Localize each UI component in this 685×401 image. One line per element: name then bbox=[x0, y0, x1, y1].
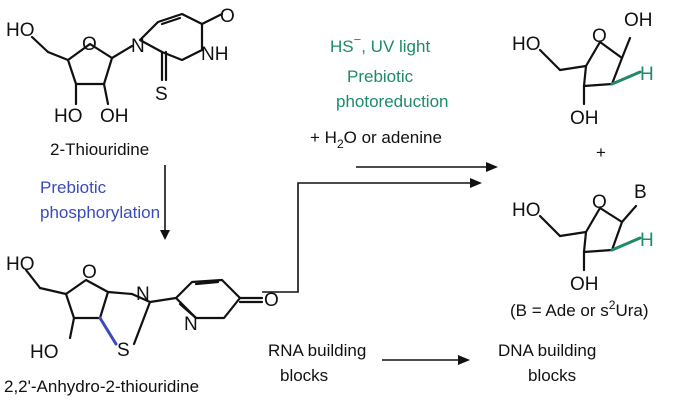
anhydro-n: N bbox=[136, 284, 150, 305]
anhydro-s: S bbox=[117, 340, 130, 361]
phosphorylation-label-2: phosphorylation bbox=[40, 203, 160, 222]
thiouridine-nh: NH bbox=[201, 44, 228, 65]
anhydro-ho-5: HO bbox=[6, 254, 35, 275]
base-definition: (B = Ade or s2Ura) bbox=[510, 298, 649, 320]
thiouridine-carbonyl-o: O bbox=[220, 6, 235, 27]
rna-building-blocks-1: RNA building bbox=[268, 341, 366, 360]
deoxynucleoside-ho: HO bbox=[512, 200, 541, 221]
reagent-water-adenine: + H2O or adenine bbox=[310, 128, 442, 151]
thiouridine-label: 2-Thiouridine bbox=[50, 140, 149, 159]
dna-building-blocks-1: DNA building bbox=[498, 341, 596, 360]
anhydro-ring-o: O bbox=[82, 262, 97, 283]
phosphorylation-arrowhead bbox=[160, 230, 170, 240]
thiouridine-ho-5: HO bbox=[6, 20, 35, 41]
deoxyribose-oh-3: OH bbox=[570, 108, 599, 129]
rna-to-dna-arrowhead bbox=[458, 355, 470, 365]
rna-building-blocks-2: blocks bbox=[280, 366, 328, 385]
thiouridine-ring-o: O bbox=[82, 34, 97, 55]
deoxyribose-h: H bbox=[640, 64, 654, 85]
deoxynucleoside-h: H bbox=[640, 230, 654, 251]
photoreduction-label-1: Prebiotic bbox=[347, 67, 414, 86]
thiouridine-structure bbox=[30, 12, 224, 106]
anhydro-label: 2,2'-Anhydro-2-thiouridine bbox=[4, 377, 199, 396]
product-plus: + bbox=[596, 143, 606, 162]
thiouridine-n1: N bbox=[131, 36, 145, 57]
photoreduction-arrowhead-upper bbox=[486, 162, 498, 172]
anhydro-carbonyl-o: O bbox=[264, 290, 279, 311]
deoxynucleoside-oh-3: OH bbox=[570, 274, 599, 295]
photoreduction-arrowhead-lower bbox=[470, 178, 482, 188]
dna-building-blocks-2: blocks bbox=[528, 366, 576, 385]
reagent-hs-uv: HS−, UV light bbox=[330, 32, 430, 56]
photoreduction-label-2: photoreduction bbox=[336, 92, 448, 111]
deoxyribose-oh-anomeric: OH bbox=[624, 10, 653, 31]
anhydro-ho-3: HO bbox=[30, 342, 59, 363]
deoxyribose-ho: HO bbox=[512, 34, 541, 55]
deoxyribose-structure bbox=[538, 36, 642, 106]
thiouridine-oh-3: HO bbox=[54, 106, 83, 127]
photoreduction-path-line bbox=[262, 182, 470, 293]
thiouridine-thione-s: S bbox=[155, 84, 168, 105]
deoxynucleoside-structure bbox=[538, 204, 642, 272]
phosphorylation-label-1: Prebiotic bbox=[40, 178, 107, 197]
anhydro-structure bbox=[24, 268, 264, 346]
thiouridine-oh-2: OH bbox=[100, 106, 129, 127]
deoxyribose-ring-o: O bbox=[592, 26, 607, 47]
deoxynucleoside-ring-o: O bbox=[592, 192, 607, 213]
anhydro-n3: N bbox=[184, 314, 198, 335]
deoxynucleoside-base-b: B bbox=[634, 182, 647, 203]
